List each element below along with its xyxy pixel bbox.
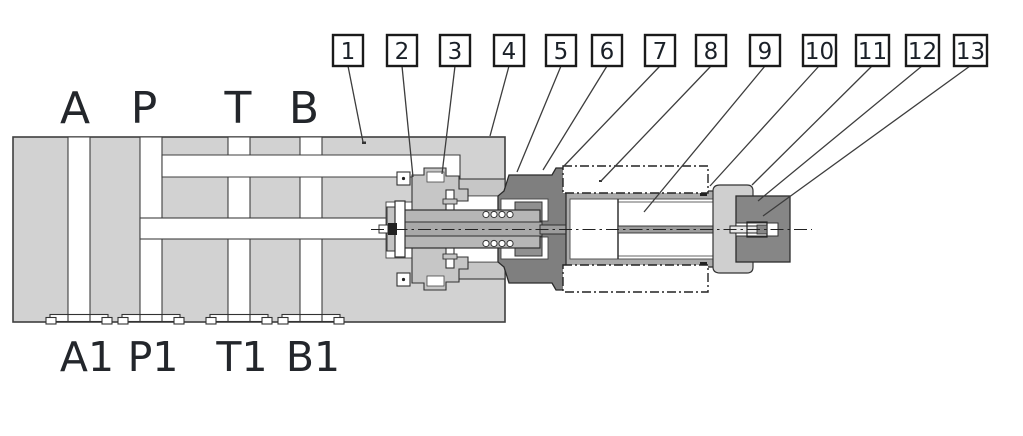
- port-labels-bottom: A1 P1 T1 B1: [60, 333, 340, 381]
- leader-line-6: [542, 65, 608, 171]
- port-label-b1: B1: [286, 333, 340, 381]
- channel-a: [67, 136, 91, 317]
- pilot-pin-bottom-collar: [442, 253, 458, 260]
- callout-box-10: 10: [801, 33, 838, 68]
- coil-outline-bottom: [562, 264, 709, 293]
- spring-row-bottom: [482, 239, 514, 248]
- callout-number-13: 13: [956, 39, 985, 65]
- port-label-a1: A1: [60, 333, 114, 381]
- pilot-pin-top-collar: [442, 198, 458, 205]
- port-fitting-p1: [117, 313, 185, 325]
- port-label-t1: T1: [215, 333, 267, 381]
- bottom-port-fittings: [45, 313, 345, 325]
- callout-box-6: 6: [590, 33, 624, 68]
- callout-box-9: 9: [748, 33, 782, 68]
- spring-row-top: [482, 210, 514, 219]
- callout-box-4: 4: [492, 33, 526, 68]
- callout-box-5: 5: [544, 33, 578, 68]
- callout-boxes: 1 2 3 4 5 6 7 8 9 10 11 12 13: [331, 33, 989, 68]
- pilot-bolt-top-dot: [401, 176, 406, 181]
- target-dot-8: [599, 180, 602, 182]
- pilot-bolt-bottom-dot: [401, 277, 406, 282]
- pilot-seat-bottom-notch: [426, 275, 445, 287]
- callout-box-11: 11: [854, 33, 891, 68]
- leader-line-9: [643, 65, 766, 213]
- port-label-a: A: [60, 83, 90, 134]
- leader-line-11: [751, 65, 873, 186]
- callout-box-1: 1: [331, 33, 365, 68]
- leader-line-4: [489, 65, 510, 137]
- leader-line-3: [441, 65, 456, 175]
- port-fitting-t1: [205, 313, 273, 325]
- port-fitting-a1: [45, 313, 113, 325]
- callout-box-7: 7: [643, 33, 677, 68]
- leader-line-5: [516, 65, 562, 173]
- port-label-b: B: [289, 83, 319, 134]
- callout-number-4: 4: [502, 39, 517, 65]
- port-fitting-b1: [277, 313, 345, 325]
- port-label-t: T: [224, 83, 252, 134]
- callout-box-13: 13: [952, 33, 989, 68]
- left-nut: [388, 223, 397, 235]
- callout-number-12: 12: [908, 39, 937, 65]
- callout-number-6: 6: [600, 39, 615, 65]
- callout-box-8: 8: [694, 33, 728, 68]
- callout-number-3: 3: [448, 39, 463, 65]
- leader-line-10: [709, 65, 820, 187]
- leader-line-1: [347, 65, 364, 143]
- callout-number-2: 2: [395, 39, 410, 65]
- callout-number-9: 9: [758, 39, 773, 65]
- target-dot-1: [362, 141, 366, 144]
- leader-line-2: [401, 65, 414, 178]
- callout-number-1: 1: [341, 39, 356, 65]
- leader-line-13: [762, 65, 971, 217]
- callout-number-7: 7: [653, 39, 668, 65]
- port-label-p: P: [131, 83, 158, 134]
- port-labels-top: A P T B: [60, 83, 319, 134]
- callout-number-5: 5: [554, 39, 569, 65]
- callout-number-8: 8: [704, 39, 719, 65]
- leader-line-7: [563, 65, 661, 167]
- port-label-p1: P1: [128, 333, 179, 381]
- callout-box-3: 3: [438, 33, 472, 68]
- leader-line-8: [600, 65, 712, 182]
- callout-box-2: 2: [385, 33, 419, 68]
- callout-number-10: 10: [805, 39, 834, 65]
- leader-lines: [347, 65, 971, 217]
- callout-box-12: 12: [904, 33, 941, 68]
- leader-line-12: [757, 65, 923, 202]
- callout-number-11: 11: [858, 39, 887, 65]
- pilot-seat-top-notch: [426, 171, 445, 183]
- coil-outline-top: [562, 165, 709, 194]
